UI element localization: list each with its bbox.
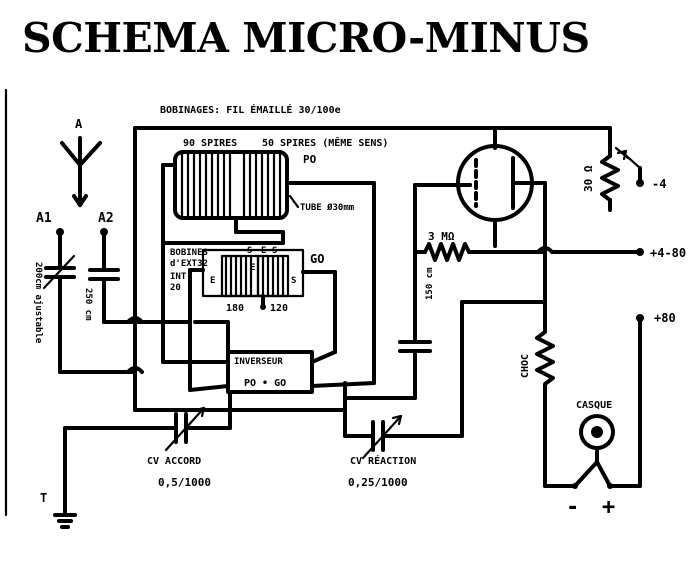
casque-label: CASQUE	[576, 400, 612, 411]
grid-resistor	[413, 242, 547, 262]
antenna-symbol	[60, 136, 102, 207]
casque-plus-label: +	[602, 495, 615, 520]
po-coil	[161, 150, 376, 385]
bobines-label-2: d'EXT32	[170, 259, 208, 269]
spires-90-label: 90 SPIRES	[183, 138, 237, 149]
go-s-right-label: S	[291, 276, 296, 286]
go-e-mid-label: E	[250, 263, 255, 273]
grid-capacitor	[343, 183, 472, 400]
casque-minus-label: -	[566, 495, 579, 520]
go-e-top-label: E	[261, 246, 266, 256]
choke-coil	[535, 318, 577, 488]
turns-180-label: 180	[226, 303, 244, 314]
cv-accord-capacitor	[63, 390, 232, 452]
turns-120-label: 120	[270, 303, 288, 314]
cap-ajustable-label: 200cm ajustable	[33, 262, 44, 344]
antenna-label: A	[75, 117, 83, 131]
po-go-label: PO • GO	[244, 378, 286, 389]
a2-label: A2	[98, 211, 114, 226]
bobinages-label: BOBINAGES: FIL ÉMAILLÉ 30/100e	[160, 103, 341, 116]
go-e-left-label: E	[210, 276, 215, 286]
cv-reaction-label: CV RÉACTION	[350, 454, 416, 467]
filament-potentiometer	[600, 146, 644, 212]
plus-80-label: +80	[654, 311, 676, 325]
casque-jack	[572, 414, 615, 489]
inverseur-label: INVERSEUR	[234, 357, 283, 367]
res-3m-label: 3 MΩ	[428, 230, 455, 243]
tube-label: TUBE Ø30mm	[300, 202, 355, 213]
a1-wire	[42, 228, 137, 374]
cv-accord-value: 0,5/1000	[158, 476, 211, 489]
plus-80-terminal	[608, 314, 644, 488]
pot-30-label: 30 Ω	[582, 165, 595, 192]
plus-4-80-terminal	[550, 248, 644, 256]
page-title: SCHEMA MICRO-MINUS	[22, 14, 590, 62]
cv-accord-label: CV ACCORD	[147, 456, 201, 467]
tube-pointer	[288, 194, 300, 209]
cap-150-label: 150 cm	[425, 267, 435, 300]
main-wiring	[126, 126, 612, 412]
cv-reaction-capacitor	[343, 300, 547, 460]
bobines-label-1: BOBINES	[170, 248, 208, 258]
cv-reaction-value: 0,25/1000	[348, 476, 408, 489]
vacuum-tube	[456, 144, 547, 322]
minus-4-label: -4	[652, 177, 666, 191]
po-coil-label: PO	[303, 153, 317, 166]
int-label-1: INT.	[170, 272, 192, 282]
go-coil-label: GO	[310, 252, 324, 266]
go-s-top-right-label: S	[272, 246, 277, 256]
go-coil	[161, 241, 337, 392]
a1-label: A1	[36, 211, 52, 226]
a2-wire	[88, 228, 137, 324]
plus-4-80-label: +4-80	[650, 246, 686, 260]
cap-250-label: 250 cm	[83, 288, 93, 321]
ground-symbol	[53, 426, 77, 529]
choc-label: CHOC	[520, 354, 531, 378]
spires-50-label: 50 SPIRES (MÊME SENS)	[262, 136, 388, 149]
int-label-2: 20	[170, 283, 181, 293]
ground-label: T	[40, 491, 47, 505]
go-s-top-left-label: S	[247, 246, 252, 256]
